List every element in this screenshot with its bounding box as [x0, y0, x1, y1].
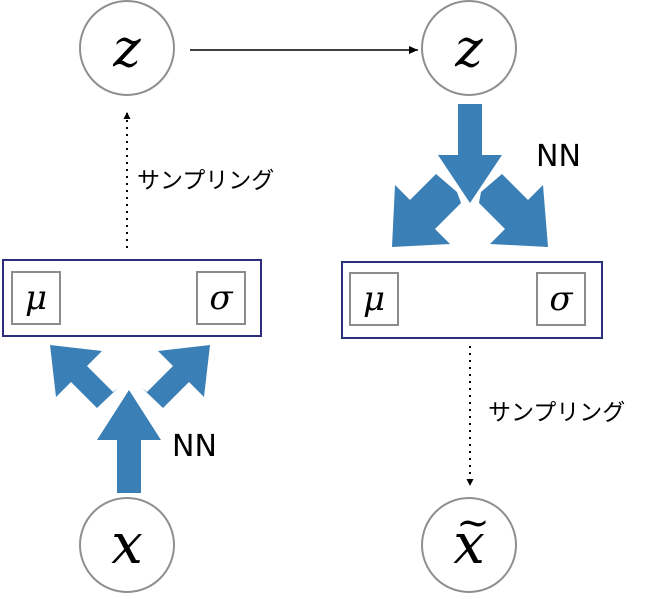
node-z-right-label: z [454, 19, 483, 79]
nn-label-left: NN [172, 429, 217, 464]
node-z-left: z [79, 0, 175, 96]
encoder-mu-box [11, 271, 61, 325]
node-z-right: z [421, 0, 517, 96]
decoder-nn-arrow-right [479, 174, 548, 247]
node-x-output: x ~ [421, 497, 517, 593]
encoder-nn-arrows [50, 345, 210, 493]
encoder-nn-arrow-left [50, 345, 118, 408]
decoder-sigma-box [536, 272, 586, 326]
decoder-nn-arrow-left [392, 174, 461, 247]
encoder-nn-arrow-right [142, 345, 210, 408]
decoder-mu-box [349, 272, 399, 326]
sampling-label-right: サンプリング [488, 400, 625, 426]
sampling-label-left: サンプリング [137, 168, 274, 194]
decoder-mu-label: μ [363, 279, 385, 319]
encoder-mu-label: μ [25, 278, 47, 318]
node-x-input: x [79, 497, 175, 593]
decoder-nn-arrows [392, 104, 548, 247]
encoder-sigma-box [196, 271, 246, 325]
encoder-sigma-label: σ [209, 278, 233, 318]
node-x-input-label: x [111, 512, 143, 577]
encoder-box: μ σ [2, 259, 262, 337]
decoder-box: μ σ [341, 261, 603, 339]
tilde-mark: ~ [456, 500, 490, 546]
decoder-nn-arrow-down [438, 104, 502, 203]
decoder-sigma-label: σ [549, 279, 573, 319]
node-x-output-label: x [453, 512, 485, 577]
nn-label-right: NN [536, 139, 581, 174]
node-z-left-label: z [112, 19, 141, 79]
encoder-nn-arrow-up [97, 390, 161, 493]
